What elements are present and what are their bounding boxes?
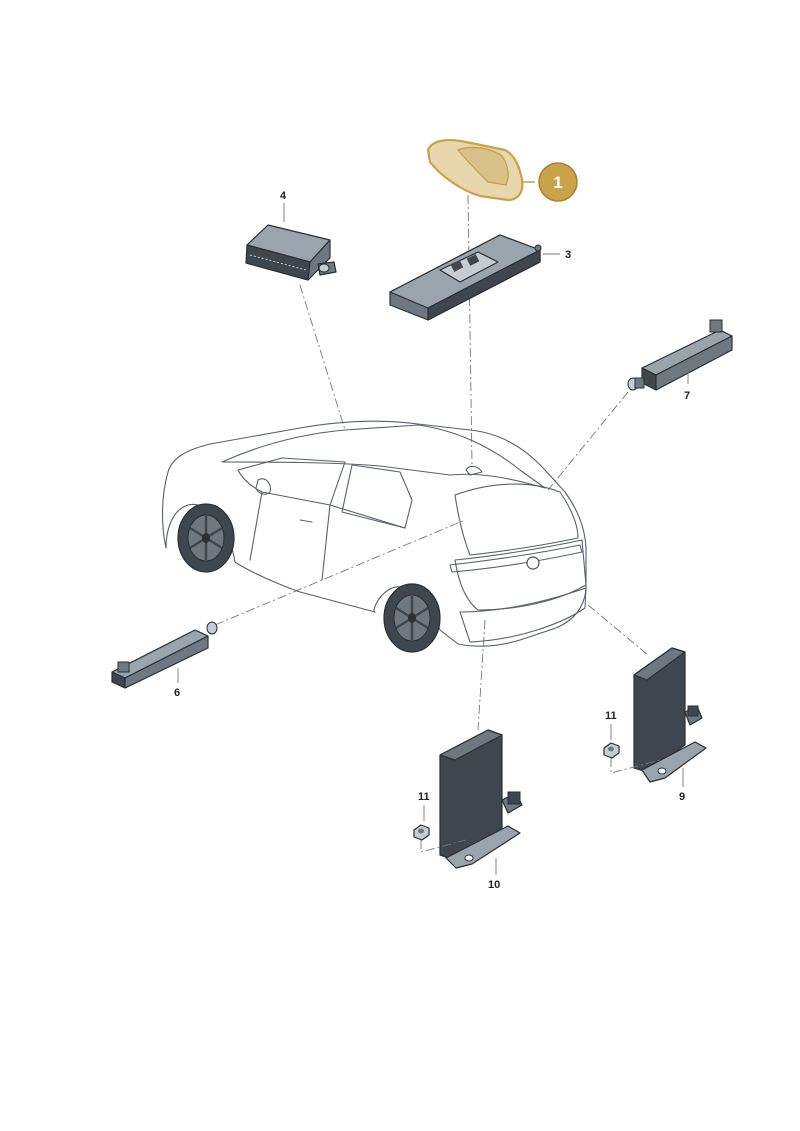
part-10-radar-sensor[interactable] [439,729,523,869]
car-mirror [255,478,271,495]
leader-4 [299,284,346,431]
car-side-window-rear [341,464,413,529]
car-logo [526,556,540,570]
part-1-roof-antenna[interactable] [426,139,535,202]
car-wheel-front [177,503,235,573]
part-4-control-unit[interactable] [245,224,337,281]
car-wheel-rear [383,583,441,653]
car-rear-window [454,483,579,556]
callout-4-label: 4 [280,190,287,202]
leader-9 [587,604,649,656]
part-6-antenna-module[interactable] [111,621,218,689]
leader-lines [214,194,649,731]
car-rear-bumper [459,587,587,643]
car-tailgate [454,539,587,611]
leader-1 [467,194,473,466]
callout-9-label: 9 [679,791,685,803]
callout-10-label: 10 [488,879,500,891]
part-11-nut-left[interactable] [413,824,430,841]
car-side-window-front [237,457,346,506]
part-11-nut-right[interactable] [603,742,620,759]
car-roof-antenna [465,465,483,476]
callout-7-label: 7 [684,390,690,402]
callout-1-label: 1 [553,173,562,192]
leader-7 [547,391,629,491]
callout-3-label: 3 [565,249,571,261]
part-9-radar-sensor[interactable] [633,647,707,783]
callout-6-label: 6 [174,687,180,699]
part-7-antenna-module[interactable] [627,319,733,391]
part-1-fin [456,146,509,186]
vehicle-illustration [162,420,587,653]
callout-badge-1[interactable]: 1 [538,162,578,202]
part-3-control-module[interactable] [389,234,542,321]
car-roof [221,424,546,489]
leader-6 [214,519,466,626]
car-tail-light [449,544,583,573]
callout-11-label-right: 11 [605,710,617,722]
callout-11-label-left: 11 [418,791,430,803]
leader-10 [477,619,486,731]
car-door-lines [249,491,406,581]
car-body [162,420,587,647]
